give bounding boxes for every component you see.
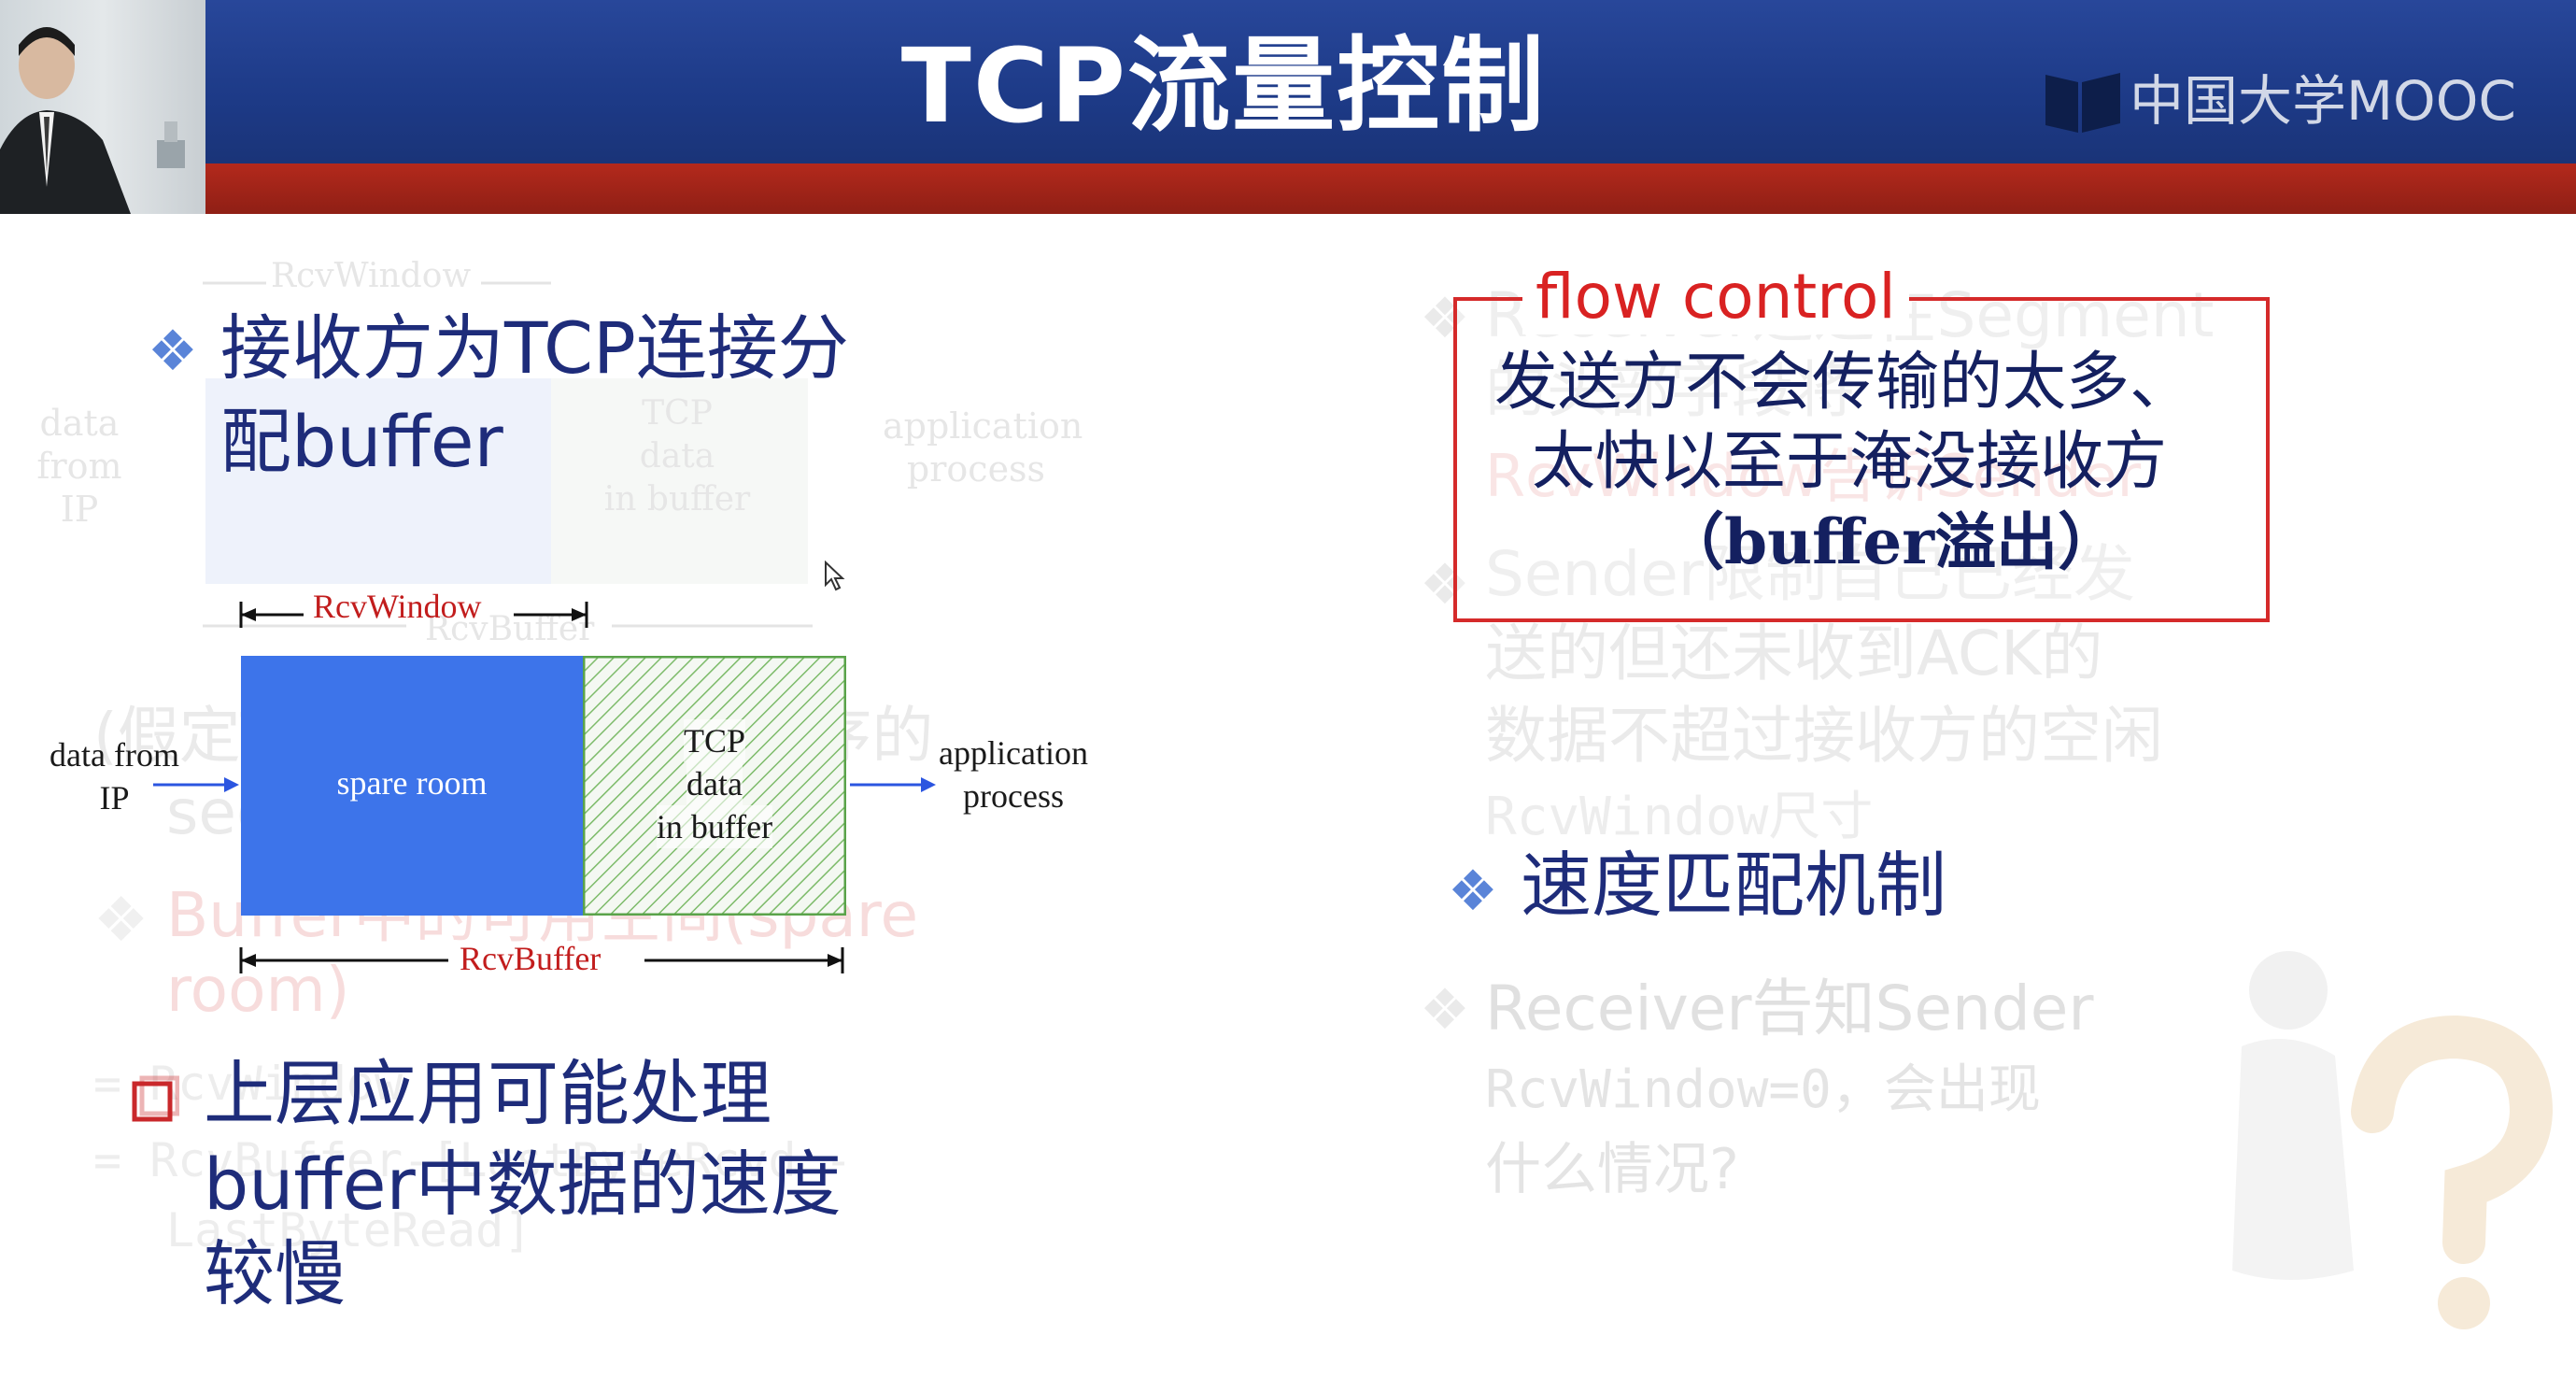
tcp-data-label: TCP data in buffer [607, 719, 822, 848]
ghost-right-line2: 的头部字段将 [1485, 354, 1855, 426]
mooc-logo-text: 中国大学MOOC [2130, 69, 2516, 133]
rcvwindow-label: RcvWindow [313, 588, 482, 625]
slide-header-red-bar [0, 163, 2576, 214]
ghost-rcvbuffer-label: RcvBuffer [425, 610, 595, 648]
bullet2-line2: buffer中数据的速度 [204, 1143, 842, 1226]
ghost-spare-room-box [205, 378, 551, 584]
presenter-video-thumbnail [0, 0, 205, 214]
bullet1-line1: 接收方为TCP连接分 [220, 306, 849, 390]
ghost-q-line3: 什么情况? [1485, 1137, 1739, 1202]
bullet2-line1: 上层应用可能处理 [204, 1052, 771, 1135]
spare-room-label: spare room [336, 764, 488, 802]
mouse-cursor-icon [825, 561, 845, 591]
flow-box-line1: 发送方不会传输的太多、 [1494, 346, 2194, 419]
thinking-figure-question-mark-icon [2232, 951, 2554, 1329]
diamond-bullet-icon-right: ❖ [1448, 859, 1498, 924]
slide-title: TCP流量控制 [900, 26, 1547, 146]
square-bullet-icon [132, 1075, 179, 1122]
tcp-data-hatched-block [583, 656, 846, 916]
ghost-right-line4: Sender限制自己已经发 [1485, 538, 2135, 610]
ghost-tcp-data-box [551, 378, 808, 584]
ghost-right-line5: 送的但还未收到ACK的 [1485, 618, 2103, 689]
ghost-code-line2: = RcvBuffer-[LastByteRcvd - [93, 1133, 853, 1187]
bullet2-line3: 较慢 [204, 1232, 346, 1315]
ghost-rcvbuffer-arrow [203, 624, 813, 628]
mooc-book-icon [2045, 73, 2120, 133]
rcvbuffer-label: RcvBuffer [460, 940, 602, 977]
ghost-bullet-icon-left: ❖ [93, 884, 149, 956]
slide-header-bar [0, 0, 2576, 163]
rcvwindow-dimension-arrow [239, 602, 588, 628]
ghost-bullet-icon-right2: ❖ [1420, 552, 1470, 618]
flow-control-box [1453, 297, 2270, 622]
ghost-q-line1: Receiver告知Sender [1485, 973, 2094, 1044]
ghost-right-line6: 数据不超过接收方的空闲 [1485, 700, 2163, 772]
presenter-figure [0, 27, 185, 214]
flow-box-line2: 太快以至于淹没接收方 [1532, 425, 2168, 499]
spare-room-block [241, 656, 583, 916]
ghost-bullet-icon-right3: ❖ [1420, 977, 1470, 1043]
ghost-q-line2: RcvWindow=0，会出现 [1485, 1059, 2041, 1120]
flow-box-line3: （buffer溢出） [1663, 505, 2120, 578]
ghost-spare-line2: room) [166, 954, 350, 1026]
bullet1-line2: 配buffer [220, 400, 503, 483]
rcvbuffer-dimension-arrow [239, 947, 844, 973]
ghost-code-line3: LastByteRead] [166, 1203, 532, 1257]
incoming-arrow-icon [153, 777, 239, 792]
speed-match-bullet: 速度匹配机制 [1521, 844, 1946, 927]
ghost-right-line7: RcvWindow尺寸 [1485, 787, 1874, 847]
ghost-rcvwindow-arrow [203, 281, 551, 285]
ghost-right-line3: RcvWindow告诉Sender [1485, 442, 2142, 510]
ghost-rcvwindow-label: RcvWindow [271, 257, 472, 295]
outgoing-arrow-icon [850, 777, 936, 792]
ghost-bullet-icon-right1: ❖ [1420, 286, 1470, 351]
diamond-bullet-icon: ❖ [148, 319, 198, 384]
flow-control-label: flow control [1522, 260, 1909, 334]
